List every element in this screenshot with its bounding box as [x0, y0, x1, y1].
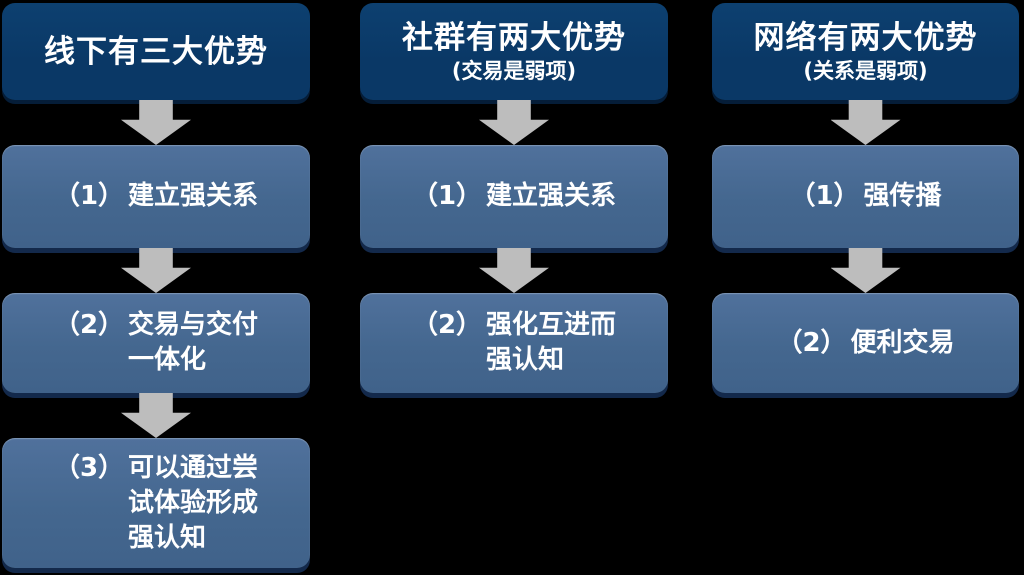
header-title: 网络有两大优势	[753, 19, 978, 56]
step-number: （1）	[53, 181, 125, 211]
down-arrow-icon	[121, 393, 191, 438]
step-line: （2） 便利交易	[776, 326, 954, 361]
step-text: 建立强关系	[128, 181, 259, 211]
column-offline: 线下有三大优势 （1） 建立强关系 （2） 交易与交付 一体化 （3）	[2, 0, 310, 568]
header-subtitle: (关系是弱项)	[803, 58, 928, 83]
down-arrow-icon	[479, 248, 549, 293]
down-arrow-icon	[121, 100, 191, 145]
header-title: 社群有两大优势	[402, 19, 626, 56]
down-arrow-icon	[830, 100, 901, 145]
step-text: 交易与交付 一体化	[128, 310, 259, 375]
step-line: （3） 可以通过尝 试体验形成 强认知	[54, 451, 258, 556]
step-text: 强传播	[863, 181, 942, 211]
step-text: 可以通过尝 试体验形成 强认知	[128, 452, 259, 553]
step-number: （3）	[53, 452, 125, 483]
header-subtitle: (交易是弱项)	[451, 58, 577, 83]
step-box-community-1: （1） 建立强关系	[360, 145, 668, 248]
step-text: 便利交易	[850, 327, 955, 358]
arrow-slot	[2, 100, 310, 145]
step-number: （2）	[411, 310, 483, 340]
step-text: 强化互进而 强认知	[486, 310, 617, 375]
step-box-offline-3: （3） 可以通过尝 试体验形成 强认知	[2, 438, 310, 568]
step-line: （2） 交易与交付 一体化	[54, 308, 258, 378]
step-number: （1）	[789, 181, 860, 211]
column-network: 网络有两大优势 (关系是弱项) （1） 强传播 （2） 便利交易	[712, 0, 1019, 393]
step-line: （1） 建立强关系	[54, 179, 258, 214]
step-box-community-2: （2） 强化互进而 强认知	[360, 293, 668, 393]
arrow-slot	[712, 248, 1019, 293]
arrow-slot	[2, 248, 310, 293]
arrow-slot	[360, 248, 668, 293]
step-box-offline-1: （1） 建立强关系	[2, 145, 310, 248]
step-text: 建立强关系	[486, 181, 617, 211]
header-network: 网络有两大优势 (关系是弱项)	[712, 3, 1019, 100]
step-line: （1） 强传播	[789, 179, 941, 214]
header-community: 社群有两大优势 (交易是弱项)	[360, 3, 668, 100]
header-title: 线下有三大优势	[44, 33, 268, 70]
step-box-network-2: （2） 便利交易	[712, 293, 1019, 393]
step-line: （2） 强化互进而 强认知	[412, 308, 616, 378]
step-number: （2）	[53, 310, 125, 340]
arrow-slot	[712, 100, 1019, 145]
step-number: （1）	[411, 181, 483, 211]
step-line: （1） 建立强关系	[412, 179, 616, 214]
arrow-slot	[360, 100, 668, 145]
step-number: （2）	[776, 327, 847, 358]
down-arrow-icon	[479, 100, 549, 145]
step-box-network-1: （1） 强传播	[712, 145, 1019, 248]
column-community: 社群有两大优势 (交易是弱项) （1） 建立强关系 （2） 强化互进而 强认知	[360, 0, 668, 393]
down-arrow-icon	[121, 248, 191, 293]
arrow-slot	[2, 393, 310, 438]
header-offline: 线下有三大优势	[2, 3, 310, 100]
down-arrow-icon	[830, 248, 901, 293]
step-box-offline-2: （2） 交易与交付 一体化	[2, 293, 310, 393]
